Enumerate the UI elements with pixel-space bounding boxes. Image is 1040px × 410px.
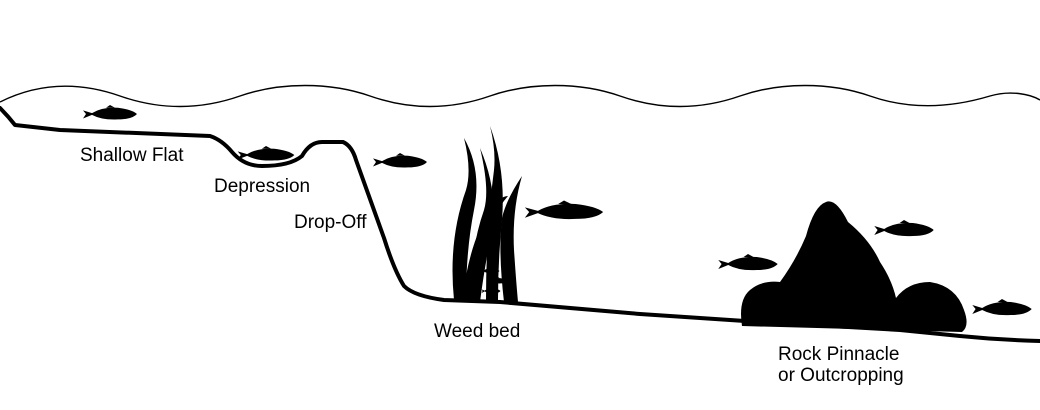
fish-icon [237, 146, 295, 161]
label-weed-bed: Weed bed [434, 321, 521, 342]
fish-icon [373, 153, 427, 168]
water-surface [0, 84, 1040, 108]
label-shallow-flat: Shallow Flat [80, 145, 184, 166]
lake-bottom-profile [0, 106, 1040, 343]
label-rock-pinnacle: Rock Pinnacle [778, 344, 900, 365]
fish-icon [83, 105, 137, 120]
label-depression: Depression [214, 176, 311, 197]
fish-icon [874, 220, 934, 237]
fish-icon [524, 200, 604, 220]
fish-icon [972, 299, 1032, 316]
label-drop-off: Drop-Off [294, 212, 367, 233]
weed-icon [452, 126, 522, 302]
fish-icon [718, 254, 778, 271]
rock-icon [741, 201, 967, 332]
label-or-outcropping: or Outcropping [778, 365, 904, 386]
